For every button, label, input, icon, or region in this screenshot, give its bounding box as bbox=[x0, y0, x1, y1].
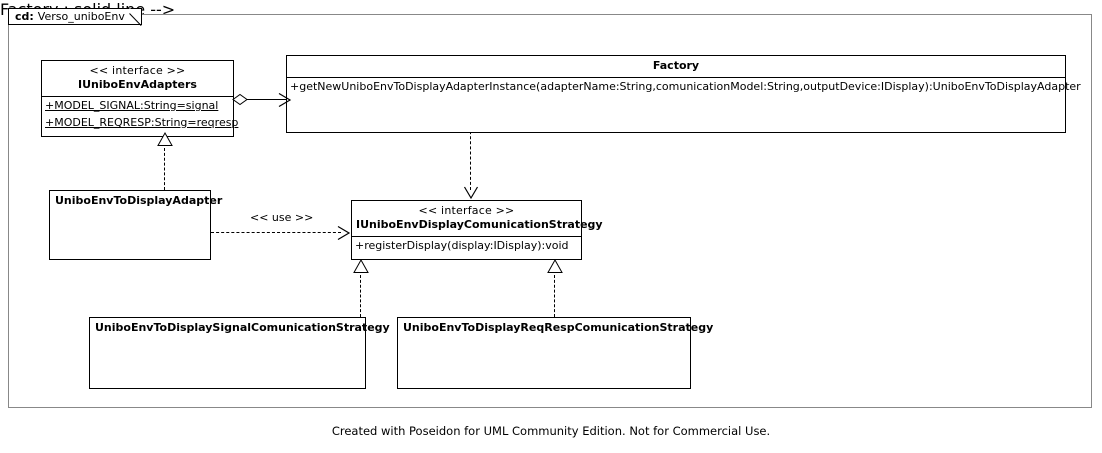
operation-row: +registerDisplay(display:IDisplay):void bbox=[355, 239, 569, 252]
class-stereotype: << interface >> bbox=[89, 64, 186, 77]
realization-triangle-icon-adapter bbox=[156, 131, 174, 147]
diagram-kind-label: cd: bbox=[15, 10, 34, 23]
dependency-arrowhead-icon-factory bbox=[463, 185, 479, 201]
attribute-row: +MODEL_SIGNAL:String=signal bbox=[45, 99, 219, 112]
diagram-frame-tab: cd: Verso_uniboEnv bbox=[8, 8, 142, 26]
realization-triangle-icon-signal bbox=[352, 258, 370, 274]
use-dependency-arrowhead-icon bbox=[336, 225, 352, 241]
realization-line-signal-strategy bbox=[360, 275, 361, 317]
class-box-iunibo-env-adapters[interactable]: << interface >> IUniboEnvAdapters +MODEL… bbox=[41, 60, 239, 137]
class-header-iunibo-env-adapters: << interface >> IUniboEnvAdapters bbox=[42, 61, 233, 96]
class-header-factory: Factory bbox=[287, 56, 1065, 77]
class-box-unibo-env-to-display-adapter[interactable]: UniboEnvToDisplayAdapter bbox=[49, 190, 223, 260]
diagram-name-label: Verso_uniboEnv bbox=[37, 10, 125, 23]
class-name: UniboEnvToDisplaySignalComunicationStrat… bbox=[95, 321, 390, 334]
footer-credit-text: Created with Poseidon for UML Community … bbox=[331, 424, 771, 438]
tab-corner-icon bbox=[129, 8, 142, 26]
attributes-compartment: +MODEL_SIGNAL:String=signal +MODEL_REQRE… bbox=[42, 97, 239, 131]
realization-line-adapter-to-iadapters bbox=[164, 148, 165, 190]
compartment-divider bbox=[287, 77, 1065, 78]
class-stereotype: << interface >> bbox=[418, 204, 515, 217]
aggregation-diamond-icon bbox=[232, 92, 256, 107]
realization-line-reqresp-strategy bbox=[554, 275, 555, 317]
class-name: IUniboEnvAdapters bbox=[78, 78, 197, 91]
class-box-reqresp-comunication-strategy[interactable]: UniboEnvToDisplayReqRespComunicationStra… bbox=[397, 317, 714, 389]
compartment-divider bbox=[42, 96, 233, 97]
class-header-unibo-env-to-display-adapter: UniboEnvToDisplayAdapter bbox=[50, 191, 223, 212]
attribute-row: +MODEL_REQRESP:String=reqresp bbox=[45, 116, 239, 129]
class-box-factory[interactable]: Factory +getNewUniboEnvToDisplayAdapterI… bbox=[286, 55, 1081, 133]
class-name: Factory bbox=[652, 59, 700, 72]
class-box-signal-comunication-strategy[interactable]: UniboEnvToDisplaySignalComunicationStrat… bbox=[89, 317, 390, 389]
operation-row: +getNewUniboEnvToDisplayAdapterInstance(… bbox=[290, 80, 1081, 93]
class-header-signal-strategy: UniboEnvToDisplaySignalComunicationStrat… bbox=[90, 318, 390, 339]
realization-triangle-icon-reqresp bbox=[546, 258, 564, 274]
compartment-divider bbox=[352, 236, 581, 237]
class-header-reqresp-strategy: UniboEnvToDisplayReqRespComunicationStra… bbox=[398, 318, 714, 339]
use-dependency-line bbox=[211, 232, 341, 233]
class-header-strategy-interface: << interface >> IUniboEnvDisplayComunica… bbox=[352, 201, 603, 236]
class-name: UniboEnvToDisplayAdapter bbox=[55, 194, 223, 207]
aggregation-line-adapters-factory bbox=[233, 99, 290, 100]
operations-compartment: +getNewUniboEnvToDisplayAdapterInstance(… bbox=[287, 78, 1081, 95]
class-box-iunibo-env-display-comunication-strategy[interactable]: << interface >> IUniboEnvDisplayComunica… bbox=[351, 200, 603, 260]
diagram-frame bbox=[8, 14, 1092, 408]
use-dependency-label: << use >> bbox=[248, 211, 316, 224]
class-name: UniboEnvToDisplayReqRespComunicationStra… bbox=[403, 321, 714, 334]
aggregation-arrowhead-icon bbox=[277, 92, 293, 108]
operations-compartment: +registerDisplay(display:IDisplay):void bbox=[352, 237, 581, 254]
class-name: IUniboEnvDisplayComunicationStrategy bbox=[356, 218, 603, 231]
